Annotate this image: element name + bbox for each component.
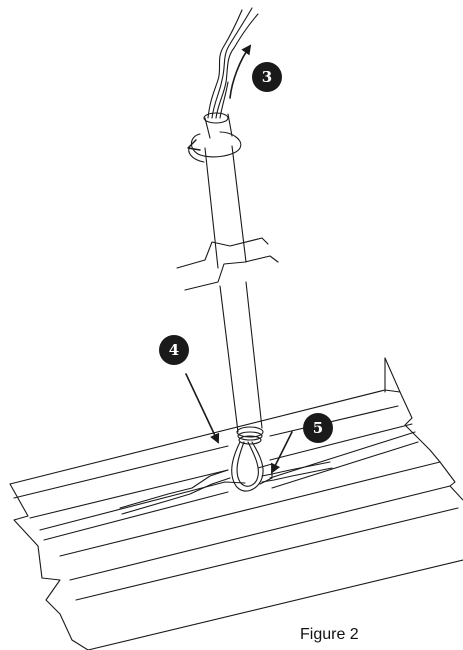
callout-4-label: 4 <box>169 341 179 359</box>
callout-4: 4 <box>159 335 189 365</box>
callout-3-label: 3 <box>262 68 272 86</box>
figure-caption: Figure 2 <box>300 626 359 643</box>
wires-top <box>207 7 259 119</box>
arrows <box>185 44 293 474</box>
rotation-indicator <box>187 131 242 163</box>
callout-5-label: 5 <box>313 419 323 437</box>
arrow-5 <box>271 431 293 474</box>
arrow-4 <box>185 373 220 444</box>
callout-5: 5 <box>303 413 333 443</box>
wire-loop <box>119 441 333 515</box>
callout-3: 3 <box>252 62 282 92</box>
channel-track <box>9 357 463 650</box>
arrow-3 <box>229 44 252 99</box>
tube <box>176 112 279 445</box>
